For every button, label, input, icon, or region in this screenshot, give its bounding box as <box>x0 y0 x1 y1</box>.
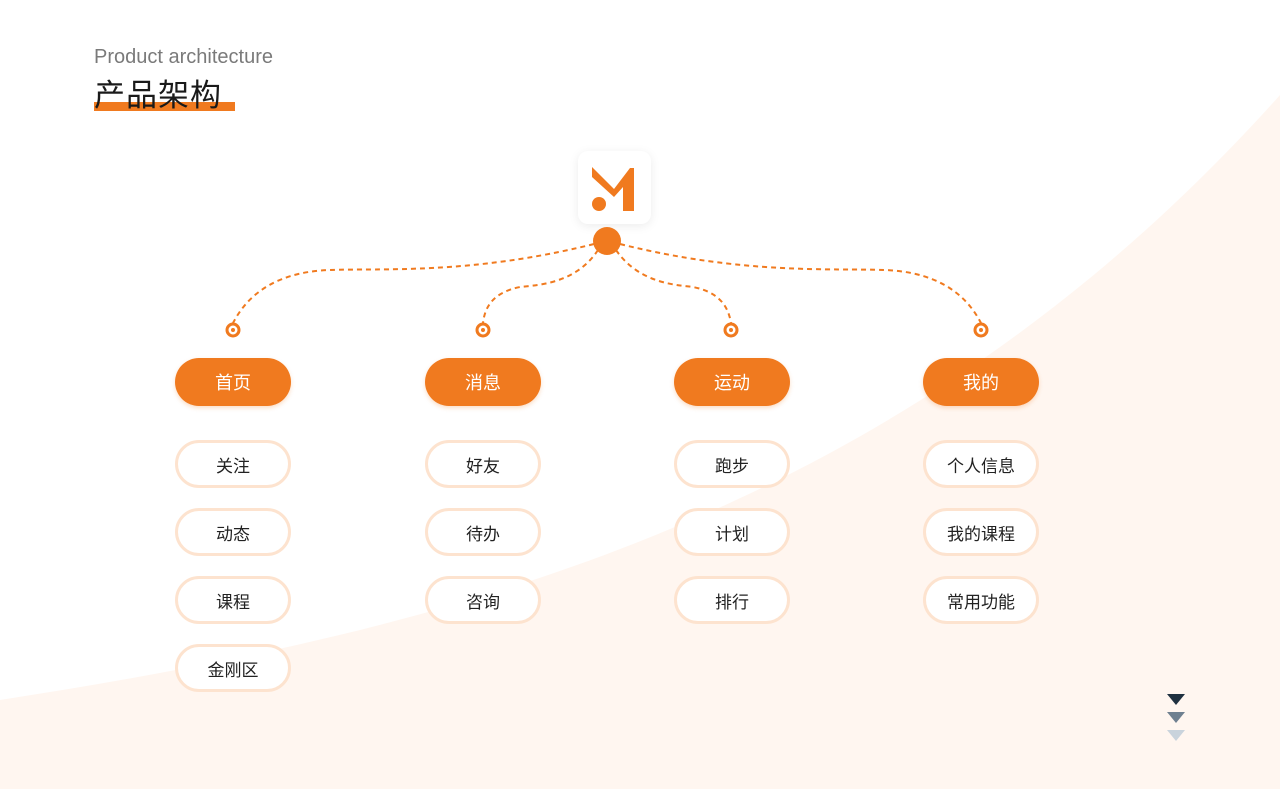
item-pill[interactable]: 计划 <box>674 508 790 556</box>
section-title-block: 产品架构 <box>94 78 235 114</box>
item-pill[interactable]: 我的课程 <box>923 508 1039 556</box>
item-pill[interactable]: 金刚区 <box>175 644 291 692</box>
category-pill-sports[interactable]: 运动 <box>674 358 790 406</box>
app-logo <box>578 151 651 224</box>
item-pill[interactable]: 咨询 <box>425 576 541 624</box>
item-pill[interactable]: 常用功能 <box>923 576 1039 624</box>
item-pill[interactable]: 关注 <box>175 440 291 488</box>
item-pill[interactable]: 个人信息 <box>923 440 1039 488</box>
item-pill[interactable]: 课程 <box>175 576 291 624</box>
m-logo-icon <box>592 167 634 211</box>
section-title: 产品架构 <box>94 78 222 114</box>
category-pill-me[interactable]: 我的 <box>923 358 1039 406</box>
item-pill[interactable]: 好友 <box>425 440 541 488</box>
item-pill[interactable]: 排行 <box>674 576 790 624</box>
item-pill[interactable]: 跑步 <box>674 440 790 488</box>
section-subtitle: Product architecture <box>94 46 273 68</box>
title-underline <box>94 102 235 111</box>
item-pill[interactable]: 动态 <box>175 508 291 556</box>
category-pill-home[interactable]: 首页 <box>175 358 291 406</box>
item-pill[interactable]: 待办 <box>425 508 541 556</box>
page-nav-arrows-icon[interactable] <box>1166 693 1186 743</box>
category-pill-messages[interactable]: 消息 <box>425 358 541 406</box>
